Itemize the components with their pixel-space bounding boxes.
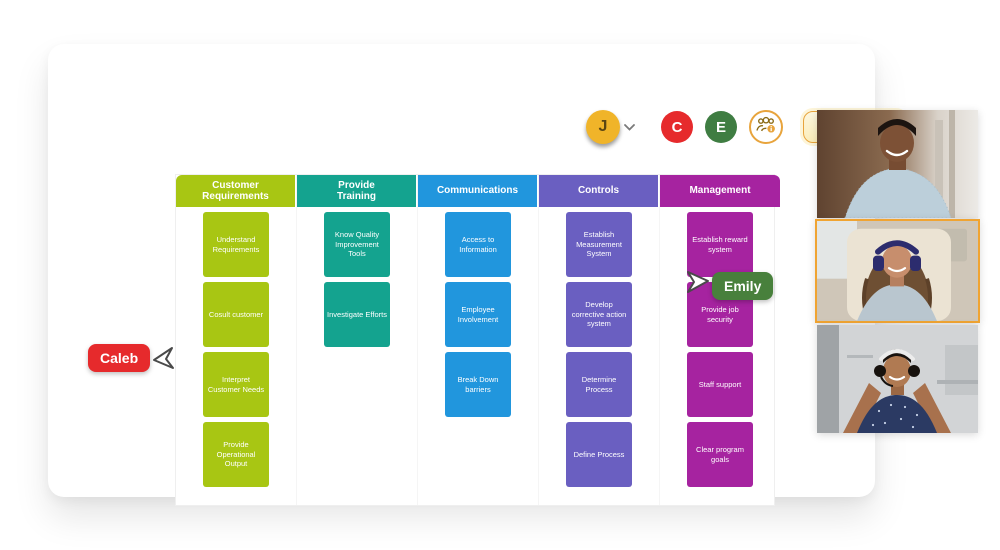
column-header[interactable]: Provide Training xyxy=(297,175,417,207)
cursor-caleb: Caleb xyxy=(88,344,176,374)
card-slot: Break Down barriers xyxy=(418,352,538,422)
card-slot: Cosult customer xyxy=(176,282,296,352)
column-header[interactable]: Management xyxy=(660,175,780,207)
chevron-down-icon[interactable] xyxy=(624,123,635,131)
card-slot: Employee Involvement xyxy=(418,282,538,352)
participant-photo xyxy=(817,221,978,321)
cursor-emily: Emily xyxy=(684,268,774,300)
collaborators-button[interactable] xyxy=(749,110,783,144)
card-slot: Know Quality Improvement Tools xyxy=(297,212,417,282)
sticky-card[interactable]: Determine Process xyxy=(566,352,632,417)
sticky-card[interactable]: Access to Information xyxy=(445,212,511,277)
column-header[interactable]: Communications xyxy=(418,175,538,207)
people-info-icon xyxy=(754,114,778,140)
cursor-arrow-icon xyxy=(684,268,710,298)
card-slot: Staff support xyxy=(660,352,780,422)
sticky-card[interactable]: Break Down barriers xyxy=(445,352,511,417)
sticky-card[interactable]: Establish reward system xyxy=(687,212,753,277)
sticky-card[interactable]: Interpret Customer Needs xyxy=(203,352,269,417)
cursor-name-badge: Caleb xyxy=(88,344,151,372)
sticky-card[interactable]: Define Process xyxy=(566,422,632,487)
card-slot: Investigate Efforts xyxy=(297,282,417,352)
card-slot: Clear program goals xyxy=(660,422,780,492)
cursor-arrow-icon xyxy=(152,344,176,374)
participant-video-2-active[interactable] xyxy=(815,219,980,323)
avatar-c[interactable]: C xyxy=(661,111,693,143)
card-slot xyxy=(418,422,538,492)
participant-photo xyxy=(817,325,978,433)
card-slot: Interpret Customer Needs xyxy=(176,352,296,422)
sticky-card[interactable]: Employee Involvement xyxy=(445,282,511,347)
sticky-card[interactable]: Staff support xyxy=(687,352,753,417)
sticky-card[interactable]: Clear program goals xyxy=(687,422,753,487)
column-header[interactable]: Customer Requirements xyxy=(176,175,296,207)
card-slot: Define Process xyxy=(539,422,659,492)
sticky-card[interactable]: Understand Requirements xyxy=(203,212,269,277)
avatar-j[interactable]: J xyxy=(586,110,620,144)
card-slot: Understand Requirements xyxy=(176,212,296,282)
participant-video-3[interactable] xyxy=(817,325,978,433)
avatar-e[interactable]: E xyxy=(705,111,737,143)
sticky-card[interactable]: Provide Operational Output xyxy=(203,422,269,487)
card-slot: Provide Operational Output xyxy=(176,422,296,492)
card-slot: Determine Process xyxy=(539,352,659,422)
sticky-card[interactable]: Cosult customer xyxy=(203,282,269,347)
card-slot: Establish reward system xyxy=(660,212,780,282)
sticky-card[interactable]: Know Quality Improvement Tools xyxy=(324,212,390,277)
column-header[interactable]: Controls xyxy=(539,175,659,207)
card-slot: Access to Information xyxy=(418,212,538,282)
sticky-card[interactable]: Develop corrective action system xyxy=(566,282,632,347)
card-slot: Establish Measurement System xyxy=(539,212,659,282)
sticky-card[interactable]: Investigate Efforts xyxy=(324,282,390,347)
participant-photo xyxy=(817,110,978,218)
card-slot xyxy=(297,422,417,492)
cursor-name-badge: Emily xyxy=(712,272,774,300)
sticky-card[interactable]: Establish Measurement System xyxy=(566,212,632,277)
card-slot xyxy=(297,352,417,422)
participant-video-1[interactable] xyxy=(817,110,978,218)
card-slot: Develop corrective action system xyxy=(539,282,659,352)
